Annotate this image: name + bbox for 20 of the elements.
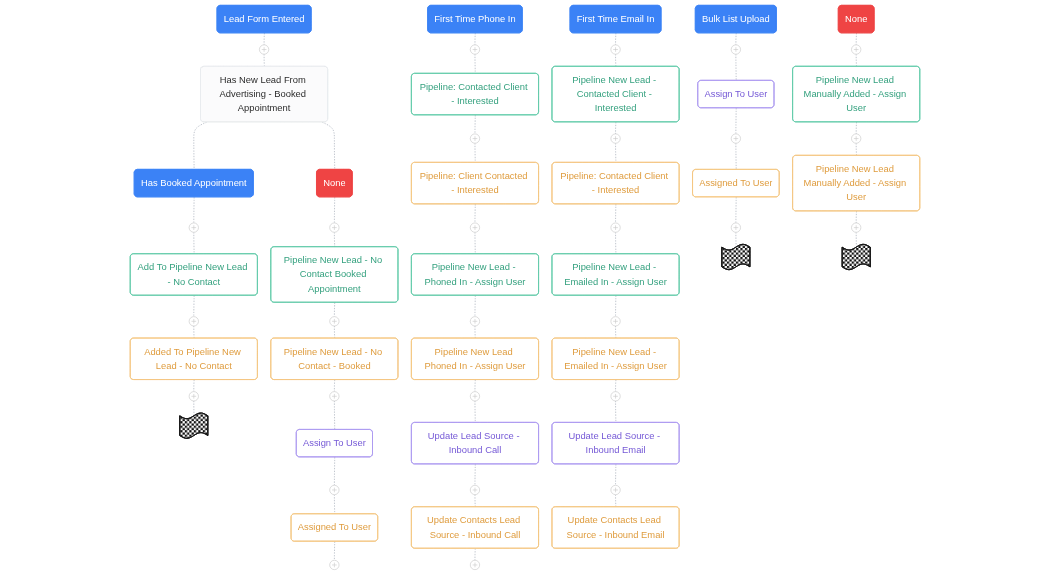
connector bbox=[321, 121, 336, 171]
connector bbox=[615, 203, 617, 224]
connector bbox=[615, 32, 617, 46]
connector bbox=[615, 400, 617, 424]
connector bbox=[333, 379, 336, 393]
connector bbox=[615, 121, 617, 135]
connector bbox=[615, 231, 617, 255]
connector bbox=[615, 379, 617, 393]
node-text: Has New Lead From Advertising - Booked Appointment bbox=[219, 74, 307, 114]
connector bbox=[333, 325, 336, 339]
connector bbox=[333, 231, 336, 248]
connector bbox=[615, 142, 617, 164]
connector bbox=[333, 196, 336, 224]
connector bbox=[333, 541, 336, 561]
connector bbox=[333, 494, 336, 515]
connector bbox=[193, 121, 208, 171]
connector bbox=[615, 325, 617, 339]
connector bbox=[615, 463, 617, 486]
connector bbox=[333, 456, 336, 486]
connector bbox=[333, 302, 336, 318]
